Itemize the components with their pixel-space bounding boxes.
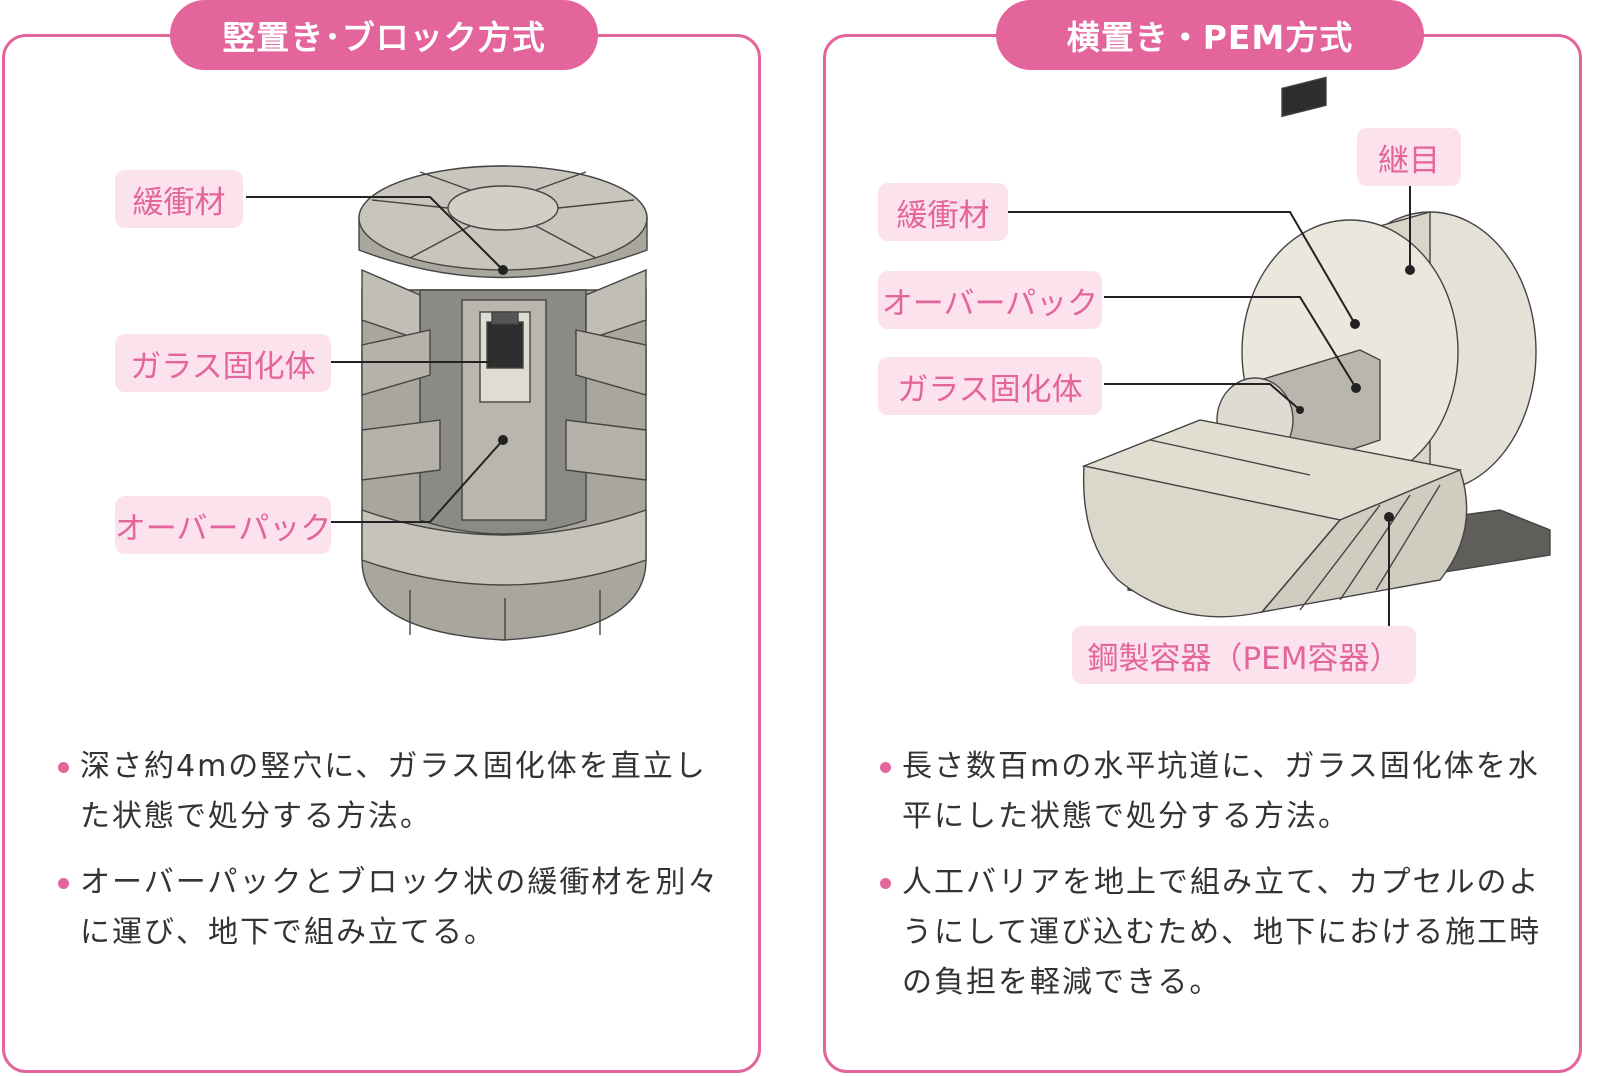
label-overpack-right: オーバーパック: [878, 271, 1102, 329]
label-pem-right: 鋼製容器（PEM容器）: [1072, 626, 1416, 684]
label-buffer-right: 緩衝材: [878, 183, 1008, 241]
label-buffer-left: 緩衝材: [115, 170, 243, 228]
label-overpack-left: オーバーパック: [115, 496, 331, 554]
bullets-horizontal-pem: 長さ数百mの水平坑道に、ガラス固化体を水平にした状態で処分する方法。 人工バリア…: [880, 742, 1560, 1024]
title-horizontal-pem: 横置き・PEM方式: [996, 0, 1424, 70]
label-glass-left: ガラス固化体: [115, 334, 331, 392]
label-joint-right: 継目: [1357, 128, 1461, 186]
bullets-vertical-block: 深さ約4mの竪穴に、ガラス固化体を直立した状態で処分する方法。 オーバーパックと…: [58, 742, 738, 974]
title-vertical-block: 竪置き･ブロック方式: [170, 0, 598, 70]
bullet-item: 人工バリアを地上で組み立て、カプセルのようにして運び込むため、地下における施工時…: [880, 858, 1560, 1008]
bullet-item: 長さ数百mの水平坑道に、ガラス固化体を水平にした状態で処分する方法。: [880, 742, 1560, 842]
bullet-item: 深さ約4mの竪穴に、ガラス固化体を直立した状態で処分する方法。: [58, 742, 738, 842]
label-glass-right: ガラス固化体: [878, 357, 1102, 415]
bullet-item: オーバーパックとブロック状の緩衝材を別々に運び、地下で組み立てる。: [58, 858, 738, 958]
